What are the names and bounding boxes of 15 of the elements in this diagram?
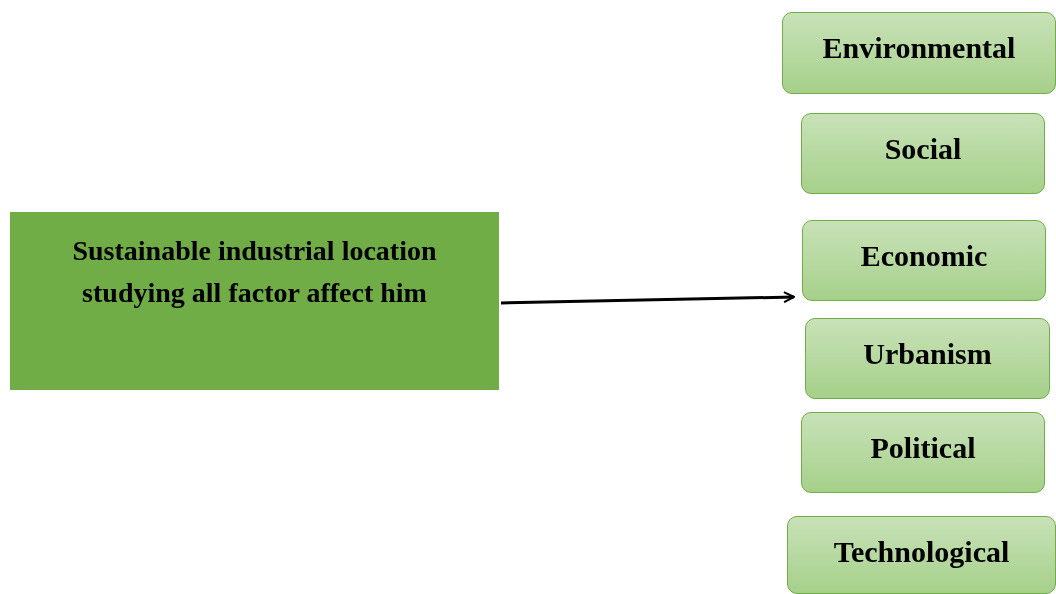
arrow [500, 291, 795, 305]
main-label: Sustainable industrial location studying all factor affect him [71, 234, 438, 310]
main-box [10, 212, 499, 390]
factor-label: Economic [860, 238, 988, 274]
factor-box [802, 220, 1046, 301]
factor-label: Social [884, 131, 962, 167]
factor-label: Technological [833, 534, 1010, 570]
factor-label: Urbanism [863, 336, 992, 372]
factor-box [782, 12, 1056, 94]
factor-box [801, 412, 1045, 493]
factor-box [805, 318, 1050, 399]
factor-label: Political [870, 430, 976, 466]
factor-label: Environmental [822, 30, 1016, 66]
factor-box [801, 113, 1045, 194]
factor-box [787, 516, 1056, 594]
